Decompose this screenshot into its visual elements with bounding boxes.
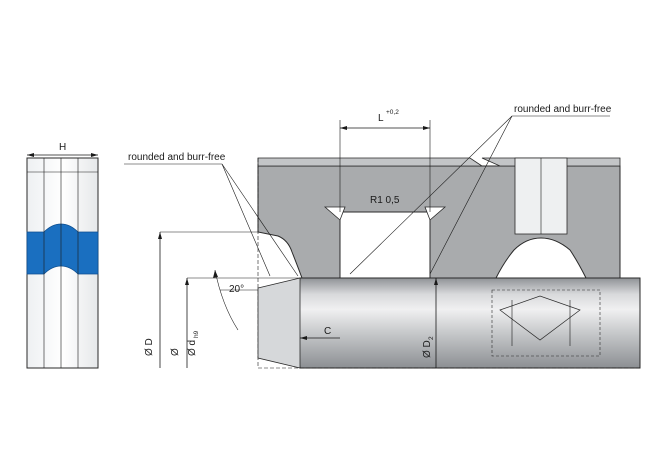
- chamfer-angle: 20°: [213, 269, 258, 331]
- callout-left-label: rounded and burr-free: [128, 152, 226, 163]
- shaft-chamfer: [257, 277, 301, 369]
- dia-small-group: Ø D: [144, 338, 155, 356]
- dia-shaft-label: Ø d: [187, 340, 198, 356]
- dia-small-label: Ø D: [144, 338, 155, 356]
- callout-right-label: rounded and burr-free: [514, 104, 612, 115]
- dia-shaft-group: Ø d h9: [187, 330, 200, 356]
- housing-groove: [339, 211, 431, 279]
- callout-left: rounded and burr-free: [124, 152, 299, 277]
- dia-prefix-label: Ø: [170, 348, 181, 356]
- groove-length-label: L: [378, 113, 384, 124]
- housing: [257, 157, 621, 368]
- radius-label: R1 0,5: [370, 195, 400, 206]
- cross-hole-cone: [499, 295, 581, 341]
- shaft: [257, 277, 641, 369]
- dia-bore-group: Ø D 2: [422, 336, 435, 358]
- dia-shaft-sub: h9: [193, 330, 200, 338]
- height-label: H: [59, 142, 66, 153]
- height-arrow-left: [27, 153, 34, 157]
- groove-length-tolerance: +0,2: [386, 109, 399, 116]
- seal-blue-band: [26, 223, 99, 275]
- shaft-body: [295, 277, 641, 369]
- height-arrow-right: [91, 153, 98, 157]
- angle-label: 20°: [229, 284, 244, 295]
- callout-right: rounded and burr-free: [349, 104, 612, 275]
- seal-profile: H: [26, 142, 99, 369]
- housing-top-face: [257, 157, 484, 167]
- shaft-cross-hole: [491, 289, 601, 357]
- groove-length-dimension: L +0,2: [339, 109, 431, 212]
- dia-prefix-group: Ø: [170, 348, 181, 356]
- dia-bore-label: Ø D: [422, 340, 433, 358]
- diameter-dimensions: [158, 231, 438, 368]
- dia-bore-sub: 2: [428, 336, 435, 340]
- chamfer-c-dimension: C: [300, 326, 340, 340]
- chamfer-label: C: [324, 326, 331, 337]
